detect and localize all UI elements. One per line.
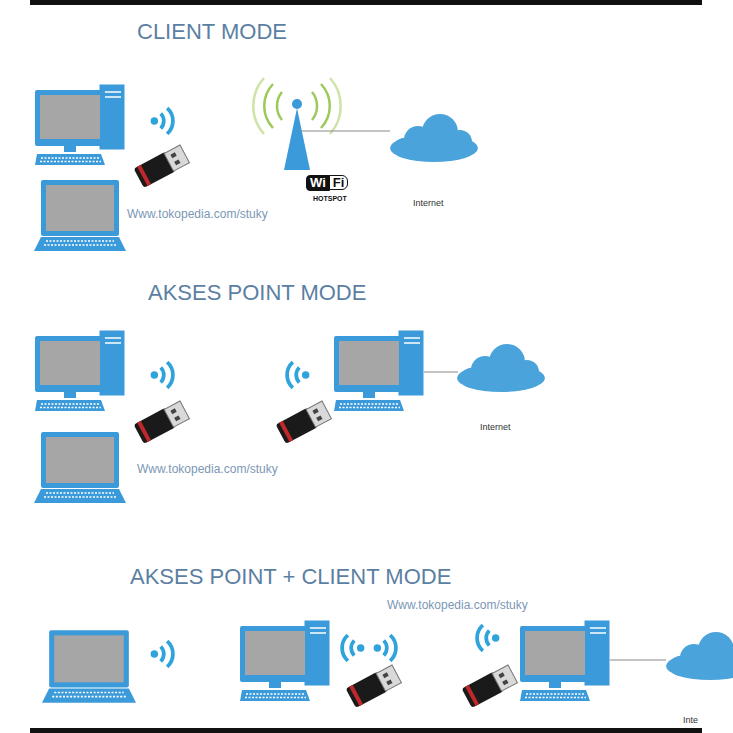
usb-dongle (346, 664, 402, 708)
desktop-icon (520, 620, 610, 701)
laptop-icon (34, 180, 126, 251)
wifi-signal (151, 108, 173, 134)
wifi-logo: Fi (329, 175, 349, 190)
wifi-logo: Wi (306, 175, 330, 191)
desktop-icon (35, 84, 125, 165)
cloud-label: Internet (413, 199, 444, 209)
watermark: Www.tokopedia.com/stuky (387, 599, 528, 612)
wifi-signal (342, 635, 364, 661)
wifi-signal (287, 362, 309, 388)
wire (300, 130, 390, 131)
wire (424, 371, 458, 372)
usb-dongle (134, 144, 190, 188)
usb-dongle (462, 664, 518, 708)
watermark: Www.tokopedia.com/stuky (137, 463, 278, 476)
wire (610, 659, 666, 660)
watermark: Www.tokopedia.com/stuky (127, 208, 268, 221)
internet-cloud (457, 344, 545, 392)
wifi-signal (374, 635, 396, 661)
internet-cloud (666, 632, 733, 680)
laptop-icon (34, 432, 126, 503)
usb-dongle (276, 400, 332, 444)
section-heading: CLIENT MODE (137, 20, 287, 44)
frame-bar (30, 728, 702, 733)
section-heading: AKSES POINT + CLIENT MODE (130, 565, 451, 589)
wifi-signal (151, 641, 173, 667)
desktop-icon (334, 330, 424, 411)
laptop-icon (42, 630, 136, 703)
frame-bar (30, 0, 702, 5)
desktop-icon (240, 620, 330, 701)
desktop-icon (35, 330, 125, 411)
antenna-tower (253, 78, 340, 170)
wifi-signal (151, 362, 173, 388)
wifi-signal (477, 625, 499, 651)
cloud-label: Internet (480, 423, 511, 433)
usb-dongle (134, 400, 190, 444)
hotspot-label: HOTSPOT (313, 195, 347, 203)
section-heading: AKSES POINT MODE (148, 281, 366, 305)
internet-cloud (390, 114, 478, 162)
cloud-label: Inte (683, 716, 698, 726)
